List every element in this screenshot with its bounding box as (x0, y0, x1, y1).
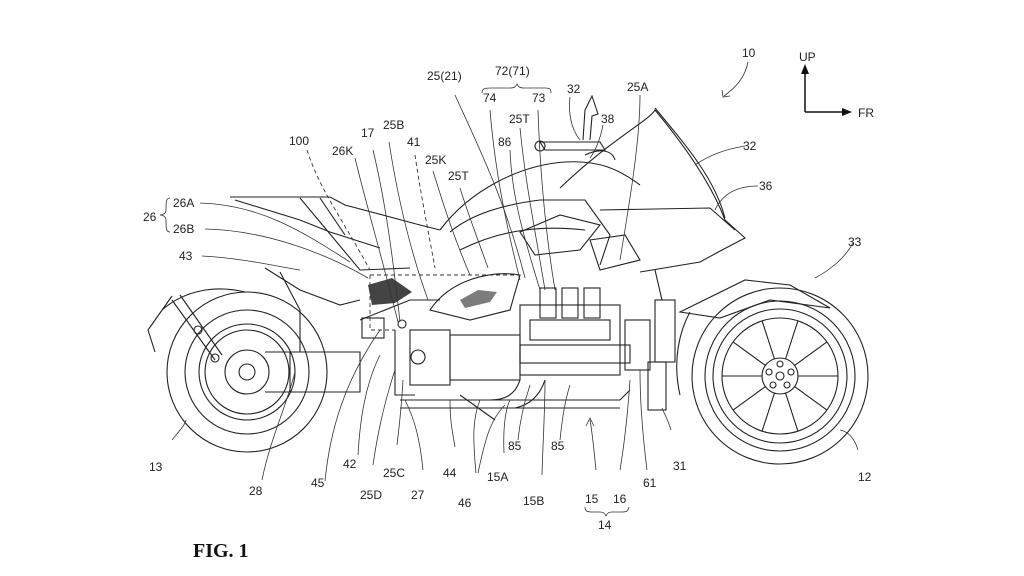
wheel-spoke (732, 341, 766, 366)
rear-wheel (147, 288, 361, 453)
label-15B: 15B (523, 494, 544, 508)
wheel-spoke (761, 392, 775, 432)
label-14: 14 (598, 518, 612, 532)
leader-lines (171, 94, 859, 482)
label-25A: 25A (627, 80, 648, 94)
front-fairing (559, 107, 831, 411)
label-44: 44 (443, 466, 457, 480)
label-25T-right: 25T (509, 112, 530, 126)
vent-side-hatched (460, 290, 497, 308)
label-26: 26 (143, 210, 157, 224)
label-32-top: 32 (567, 82, 581, 96)
label-25C: 25C (383, 466, 405, 480)
up-label: UP (799, 50, 816, 64)
brace-72-71 (481, 83, 552, 94)
label-31: 31 (673, 459, 687, 473)
wheel-spoke (732, 386, 766, 411)
figure-title: FIG. 1 (193, 540, 249, 562)
label-25B: 25B (383, 118, 404, 132)
label-25K: 25K (425, 153, 446, 167)
label-12: 12 (858, 470, 872, 484)
label-38: 38 (601, 112, 615, 126)
label-36: 36 (759, 179, 773, 193)
brace-14 (584, 506, 630, 517)
label-26A: 26A (173, 196, 194, 210)
label-25-21: 25(21) (427, 69, 462, 83)
label-41: 41 (407, 135, 421, 149)
wheel-spoke (785, 320, 799, 360)
wheel-spoke (785, 392, 799, 432)
label-33: 33 (848, 235, 862, 249)
wheel-spoke (794, 386, 828, 411)
wheel-spoke (761, 320, 775, 360)
label-13: 13 (149, 460, 163, 474)
label-46: 46 (458, 496, 472, 510)
engine (359, 274, 651, 421)
label-15: 15 (585, 492, 599, 506)
orientation-indicator: UP FR (799, 50, 874, 120)
wheel-spoke (794, 341, 828, 366)
label-45: 45 (311, 476, 325, 490)
label-26B: 26B (173, 222, 194, 236)
front-wheel (691, 287, 869, 465)
up-arrowhead-icon (801, 64, 809, 74)
label-17: 17 (361, 126, 375, 140)
label-85-a: 85 (508, 439, 522, 453)
label-42: 42 (343, 457, 357, 471)
label-25T-left: 25T (448, 169, 469, 183)
forward-label: FR (858, 106, 874, 120)
label-28: 28 (249, 484, 263, 498)
overall-reference: 10 (721, 46, 756, 98)
label-10: 10 (742, 46, 756, 60)
label-86: 86 (498, 135, 512, 149)
label-15A: 15A (487, 470, 508, 484)
label-72-71: 72(71) (495, 64, 530, 78)
label-74: 74 (483, 91, 497, 105)
label-25D: 25D (360, 488, 382, 502)
reference-labels: 100 26K 17 25B 41 25K 25T 25(21) 72(71) … (143, 64, 872, 532)
brace-26 (159, 197, 171, 233)
label-100: 100 (289, 134, 309, 148)
arrowhead-10-icon (721, 89, 731, 98)
label-27: 27 (411, 488, 425, 502)
label-26K: 26K (332, 144, 353, 158)
forward-arrowhead-icon (842, 108, 852, 116)
label-32-right: 32 (743, 139, 757, 153)
label-16: 16 (613, 492, 627, 506)
label-85-b: 85 (551, 439, 565, 453)
label-43: 43 (179, 249, 193, 263)
leader-10 (723, 61, 749, 97)
label-73: 73 (532, 91, 546, 105)
label-61: 61 (643, 476, 657, 490)
